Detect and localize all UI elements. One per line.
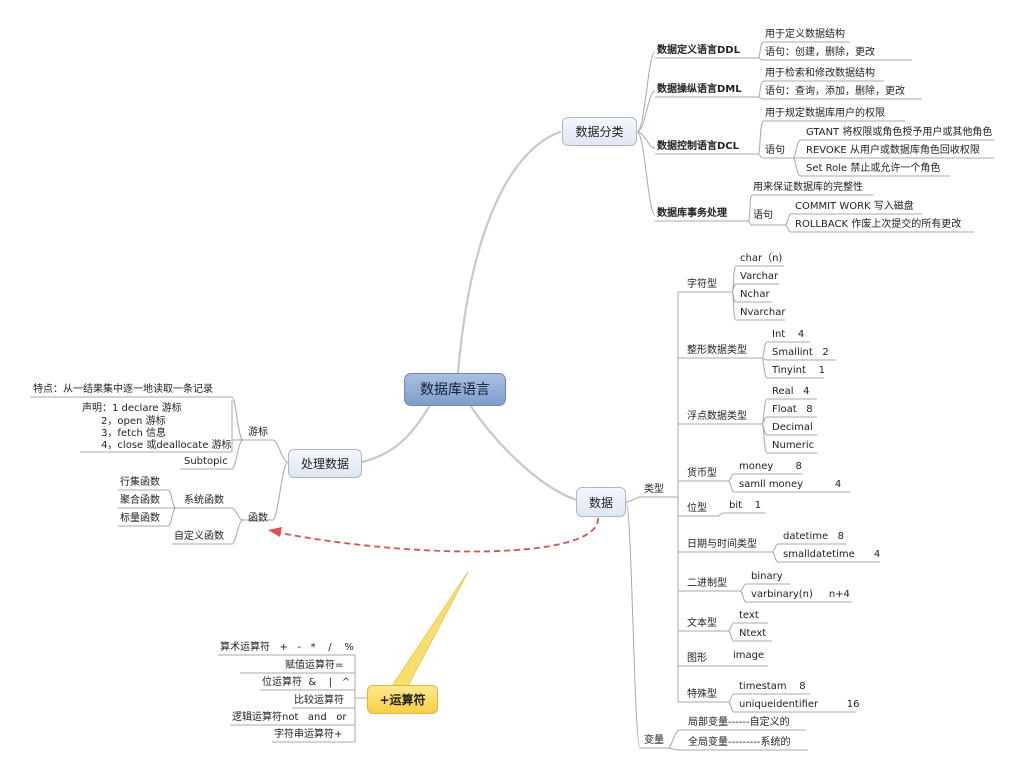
tx-purpose: 用来保证数据库的完整性: [753, 182, 863, 193]
cursor-step-1: 声明：1 declare 游标: [82, 403, 182, 414]
type-binary[interactable]: 二进制型: [687, 578, 727, 589]
cursor-step-2: 2，open 游标: [82, 416, 166, 427]
op-logic: 逻辑运算符not and or: [232, 712, 347, 723]
connector-classify: [456, 130, 562, 375]
dcl-statement: 语句: [765, 145, 785, 156]
text-item-2: Ntext: [739, 628, 767, 639]
float-item-3: Decimal: [772, 422, 813, 433]
topic-classify[interactable]: 数据分类: [562, 117, 637, 146]
subtopic-dml[interactable]: 数据操纵语言DML: [657, 84, 742, 95]
func-system-item-1: 行集函数: [120, 477, 160, 488]
bit-item-1: bit 1: [729, 500, 762, 511]
type-int[interactable]: 整形数据类型: [687, 345, 747, 356]
tx-item-1: COMMIT WORK 写入磁盘: [795, 201, 914, 212]
root-topic[interactable]: 数据库语言: [404, 373, 506, 406]
relation-arrow: [274, 517, 599, 553]
op-string: 字符串运算符+: [274, 729, 343, 740]
cursor-feature: 特点：从一结果集中逐一地读取一条记录: [33, 384, 213, 395]
type-money[interactable]: 货币型: [687, 468, 717, 479]
op-bit: 位运算符 & | ^: [262, 677, 351, 688]
cursor-step-3: 3，fetch 信息: [82, 428, 167, 439]
float-item-1: Real 4: [772, 386, 810, 397]
type-bit[interactable]: 位型: [687, 503, 707, 514]
subtopic-transaction[interactable]: 数据库事务处理: [657, 208, 727, 219]
money-item-2: samll money 4: [739, 479, 842, 490]
func-system-item-2: 聚合函数: [120, 495, 160, 506]
ddl-item-1: 用于定义数据结构: [765, 29, 845, 40]
int-item-2: Smallint 2: [772, 347, 829, 358]
subtopic-ddl[interactable]: 数据定义语言DDL: [657, 45, 740, 56]
topic-data[interactable]: 数据: [576, 487, 626, 517]
type-char[interactable]: 字符型: [687, 279, 717, 290]
connector-process: [360, 403, 432, 464]
dml-item-2: 语句：查询，添加，删除，更改: [765, 86, 905, 97]
float-item-2: Float 8: [772, 404, 813, 415]
types-label[interactable]: 类型: [644, 484, 664, 495]
binary-item-1: binary: [751, 571, 783, 582]
subtopic-cursor[interactable]: 游标: [248, 427, 268, 438]
char-item-4: Nvarchar: [740, 307, 786, 318]
dcl-item-3: Set Role 禁止或允许一个角色: [806, 163, 941, 174]
func-system-item-3: 标量函数: [120, 513, 160, 524]
type-text[interactable]: 文本型: [687, 618, 717, 629]
relation-arrowhead: [268, 527, 282, 537]
money-item-1: money 8: [739, 461, 802, 472]
float-item-4: Numeric: [772, 440, 815, 451]
var-local: 局部变量------自定义的: [688, 717, 790, 728]
var-global: 全局变量---------系统的: [688, 737, 791, 748]
tx-statement: 语句: [753, 210, 773, 221]
int-item-1: Int 4: [772, 329, 805, 340]
special-item-2: uniqueidentifier 16: [739, 699, 860, 710]
text-item-1: text: [739, 610, 759, 621]
topic-process[interactable]: 处理数据: [288, 449, 362, 478]
char-item-2: Varchar: [740, 271, 779, 282]
dml-item-1: 用于检索和修改数据结构: [765, 68, 875, 79]
date-item-2: smalldatetime 4: [783, 549, 881, 560]
func-custom: 自定义函数: [174, 531, 224, 542]
connector-data: [468, 403, 579, 502]
func-system[interactable]: 系统函数: [184, 495, 224, 506]
subtopic-function[interactable]: 函数: [248, 513, 268, 524]
special-item-1: timestam 8: [739, 681, 806, 692]
binary-item-2: varbinary(n) n+4: [751, 589, 850, 600]
type-special[interactable]: 特殊型: [687, 689, 717, 700]
tx-item-2: ROLLBACK 作废上次提交的所有更改: [795, 219, 962, 230]
char-item-1: char（n): [740, 253, 783, 264]
char-item-3: Nchar: [740, 289, 770, 300]
ddl-item-2: 语句：创建，删除，更改: [765, 47, 875, 58]
type-date[interactable]: 日期与时间类型: [687, 539, 757, 550]
cursor-step-4: 4，close 或deallocate 游标: [82, 440, 232, 451]
callout-operators[interactable]: +运算符: [367, 685, 438, 714]
dcl-item-1: GTANT 将权限或角色授予用户或其他角色: [806, 127, 993, 138]
cursor-subtopic[interactable]: Subtopic: [184, 456, 228, 467]
dcl-purpose: 用于规定数据库用户的权限: [765, 108, 885, 119]
type-image[interactable]: 图形: [687, 653, 707, 664]
date-item-1: datetime 8: [783, 531, 845, 542]
op-assign: 赋值运算符=: [285, 660, 344, 671]
subtopic-dcl[interactable]: 数据控制语言DCL: [657, 141, 740, 152]
int-item-3: Tinyint 1: [772, 365, 825, 376]
vars-label[interactable]: 变量: [644, 735, 664, 746]
op-arith: 算术运算符 + - * / %: [220, 642, 354, 653]
dcl-item-2: REVOKE 从用户或数据库角色回收权限: [806, 145, 980, 156]
callout-pointer: [391, 571, 469, 687]
image-item-1: image: [733, 650, 765, 661]
op-compare: 比较运算符: [294, 695, 344, 706]
type-float[interactable]: 浮点数据类型: [687, 411, 747, 422]
